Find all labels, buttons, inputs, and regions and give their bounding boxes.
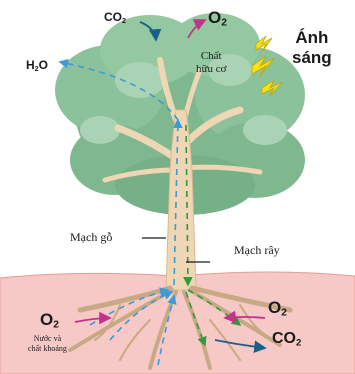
organic-matter-label: Chất hữu cơ [196,50,227,75]
h2o-label: H2O [26,58,49,73]
water-minerals-label: Nước và chất khoáng [28,334,67,353]
o2-root-left-label: O2 [40,310,59,331]
xylem-label: Mạch gỗ [70,230,113,244]
phloem-label: Mạch rây [234,243,280,257]
tree-foliage [55,13,305,215]
xylem-arrows [58,58,183,366]
sun-rays-icon [251,35,283,97]
co2-top-label: CO2 [104,10,126,25]
sunlight-label: Ánh sáng [292,28,332,67]
o2-top-label: O2 [208,8,227,29]
o2-root-right-label: O2 [268,298,287,319]
gas-arrows [74,19,267,353]
trunk [165,109,197,291]
co2-root-right-label: CO2 [272,330,302,349]
